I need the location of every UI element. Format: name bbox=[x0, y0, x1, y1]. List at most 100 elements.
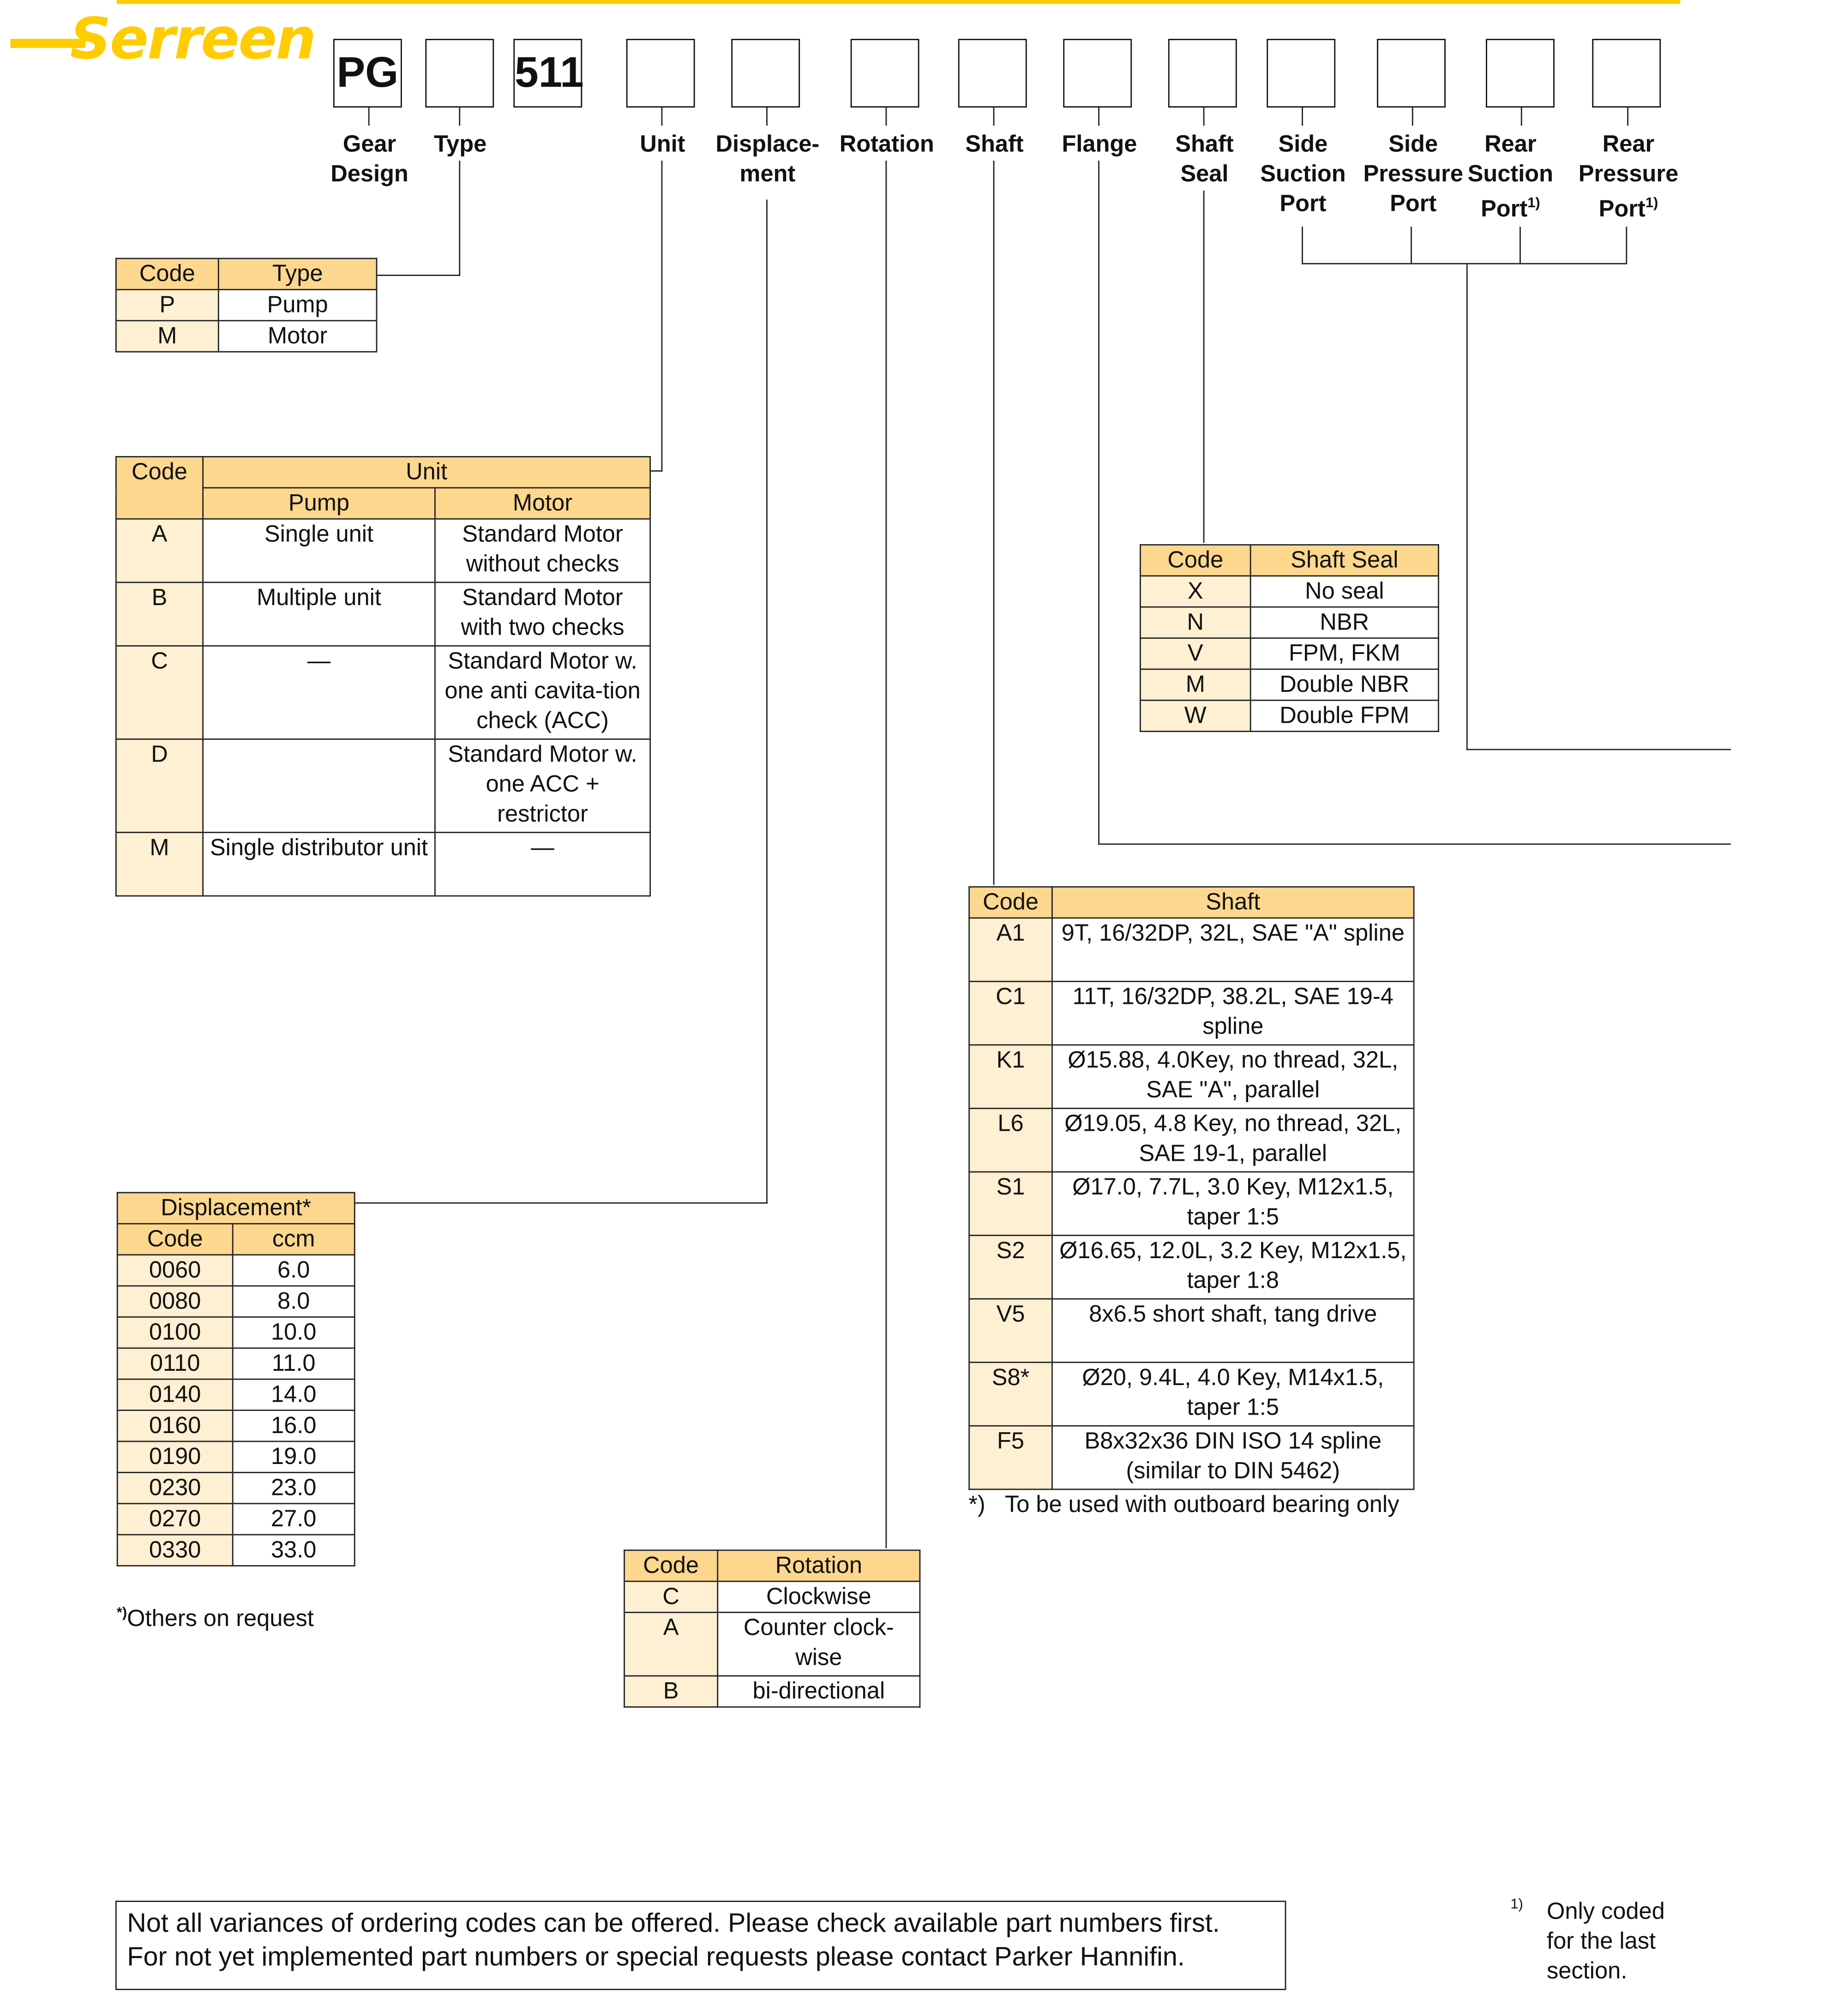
brand-logo-text: Serreen bbox=[70, 6, 317, 73]
displacement-ccm: 33.0 bbox=[232, 1534, 355, 1566]
unit-table: Code Unit Pump Motor A Single unit Stand… bbox=[115, 456, 651, 897]
shaft-value: 8x6.5 short shaft, tang drive bbox=[1051, 1298, 1415, 1363]
shaft-value: Ø19.05, 4.8 Key, no thread, 32L, SAE 19-… bbox=[1051, 1108, 1415, 1173]
code-box-side-pressure-port[interactable] bbox=[1377, 39, 1446, 108]
code-box-shaft-seal[interactable] bbox=[1168, 39, 1237, 108]
unit-pump bbox=[202, 738, 436, 834]
unit-pump: Single unit bbox=[202, 518, 436, 583]
displacement-ccm: 19.0 bbox=[232, 1440, 355, 1473]
displacement-footnote-marker: *) bbox=[116, 1605, 127, 1621]
shaft-seal-code: W bbox=[1140, 699, 1251, 732]
unit-table-header-unit: Unit bbox=[202, 456, 651, 489]
shaft-seal-value: FPM, FKM bbox=[1249, 637, 1439, 670]
code-box-displacement[interactable] bbox=[731, 39, 800, 108]
displacement-code: 0060 bbox=[116, 1254, 234, 1287]
type-value: Motor bbox=[217, 320, 378, 353]
displacement-ccm: 14.0 bbox=[232, 1378, 355, 1411]
code-box-gear-design[interactable]: PG bbox=[333, 39, 402, 108]
unit-motor: Standard Motor with two checks bbox=[434, 582, 651, 647]
unit-table-header-code: Code bbox=[115, 456, 204, 520]
type-table-header-code: Code bbox=[115, 258, 219, 290]
label-gear-design: Gear Design bbox=[330, 131, 408, 187]
label-type: Type bbox=[434, 131, 487, 157]
shaft-footnote-text: To be used with outboard bearing only bbox=[1004, 1491, 1400, 1518]
shaft-seal-code: V bbox=[1140, 637, 1251, 670]
displacement-ccm: 11.0 bbox=[232, 1347, 355, 1380]
type-code: M bbox=[115, 320, 219, 353]
rotation-code: A bbox=[624, 1612, 719, 1677]
brand-logo: Serreen bbox=[10, 7, 316, 75]
type-table: Code Type P Pump M Motor bbox=[115, 258, 378, 353]
code-box-rear-pressure-port[interactable] bbox=[1592, 39, 1661, 108]
displacement-code: 0270 bbox=[116, 1503, 234, 1536]
label-shaft-seal: Shaft Seal bbox=[1175, 131, 1234, 187]
connector-shaft bbox=[993, 161, 995, 885]
unit-motor: Standard Motor w. one anti cavita-tion c… bbox=[434, 645, 651, 740]
footnote-marker: 1) bbox=[1527, 195, 1540, 211]
connector-displacement bbox=[766, 199, 768, 1204]
shaft-footnote-marker: *) bbox=[968, 1491, 985, 1518]
code-box-series[interactable]: 511 bbox=[513, 39, 584, 108]
table-row: B Multiple unit Standard Motor with two … bbox=[115, 582, 651, 647]
unit-pump: Single distributor unit bbox=[202, 832, 436, 897]
shaft-code: K1 bbox=[968, 1044, 1053, 1109]
shaft-code: A1 bbox=[968, 917, 1053, 982]
unit-motor: Standard Motor without checks bbox=[434, 518, 651, 583]
side-footnote-marker: 1) bbox=[1510, 1896, 1523, 1913]
shaft-code: S8* bbox=[968, 1362, 1053, 1427]
top-accent-rule bbox=[116, 0, 1681, 4]
label-flange: Flange bbox=[1062, 131, 1137, 157]
connector-shaft-seal bbox=[1203, 190, 1205, 543]
code-box-unit[interactable] bbox=[626, 39, 695, 108]
table-row: D Standard Motor w. one ACC + restrictor bbox=[115, 738, 651, 834]
table-row: P Pump bbox=[115, 289, 378, 322]
shaft-code: V5 bbox=[968, 1298, 1053, 1363]
code-box-flange[interactable] bbox=[1063, 39, 1132, 108]
code-box-type[interactable] bbox=[425, 39, 494, 108]
label-rotation: Rotation bbox=[839, 131, 934, 157]
unit-pump: Multiple unit bbox=[202, 582, 436, 647]
shaft-value: Ø17.0, 7.7L, 3.0 Key, M12x1.5, taper 1:5 bbox=[1051, 1171, 1415, 1236]
ordering-note-line-2: For not yet implemented part numbers or … bbox=[127, 1942, 1185, 1972]
displacement-ccm: 27.0 bbox=[232, 1503, 355, 1536]
code-box-rear-suction-port[interactable] bbox=[1485, 39, 1555, 108]
rotation-value: Clockwise bbox=[717, 1580, 921, 1613]
shaft-seal-value: No seal bbox=[1249, 575, 1439, 608]
displacement-ccm: 10.0 bbox=[232, 1316, 355, 1349]
shaft-seal-value: NBR bbox=[1249, 606, 1439, 639]
code-box-shaft[interactable] bbox=[958, 39, 1027, 108]
shaft-value: Ø15.88, 4.0Key, no thread, 32L, SAE "A",… bbox=[1051, 1044, 1415, 1109]
displacement-code: 0140 bbox=[116, 1378, 234, 1411]
displacement-footnote: *)Others on request bbox=[117, 1599, 314, 1634]
label-rear-pressure-port-text: Rear Pressure Port bbox=[1578, 131, 1679, 222]
rotation-value: bi-directional bbox=[717, 1675, 921, 1708]
code-box-side-suction-port[interactable] bbox=[1267, 39, 1336, 108]
shaft-value: Ø16.65, 12.0L, 3.2 Key, M12x1.5, taper 1… bbox=[1051, 1235, 1415, 1300]
connector-type bbox=[459, 161, 461, 276]
shaft-code: S2 bbox=[968, 1235, 1053, 1300]
shaft-value: B8x32x36 DIN ISO 14 spline (similar to D… bbox=[1051, 1425, 1415, 1490]
displacement-code: 0190 bbox=[116, 1440, 234, 1473]
unit-motor: — bbox=[434, 832, 651, 897]
code-box-rotation[interactable] bbox=[850, 39, 919, 108]
